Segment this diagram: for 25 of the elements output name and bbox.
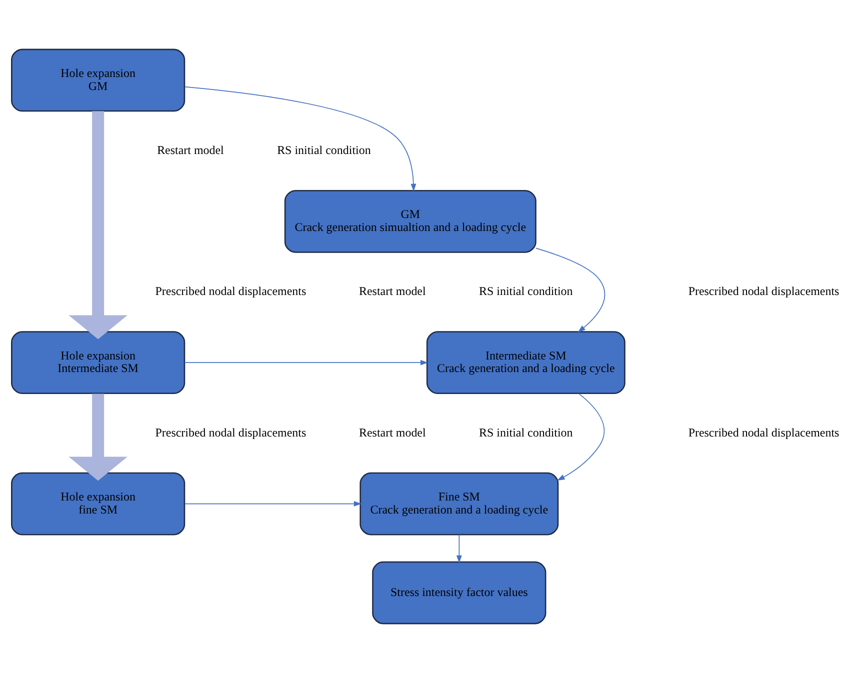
label: RS initial condition xyxy=(277,142,371,157)
arrow xyxy=(184,360,428,366)
label: Restart model xyxy=(359,284,426,298)
node-box: Hole expansion fine SM xyxy=(11,472,186,536)
node-box: Stress intensity factor values xyxy=(372,561,546,624)
node-box: GM Crack generation simualtion and a loading cycle xyxy=(284,190,536,253)
arrow xyxy=(68,394,128,481)
label: RS initial condition xyxy=(479,284,573,298)
label: Restart model xyxy=(157,142,224,157)
node-box: Hole expansion GM xyxy=(11,48,186,112)
label: RS initial condition xyxy=(479,425,573,440)
arrow xyxy=(184,501,362,506)
label: Prescribed nodal displacements xyxy=(688,284,840,298)
node-box: Hole expansion Intermediate SM xyxy=(11,331,186,394)
node-box: Fine SM Crack generation and a loading cycle xyxy=(360,472,559,536)
arrow xyxy=(557,393,605,481)
label: Prescribed nodal displacements xyxy=(688,425,840,440)
arrow xyxy=(536,248,606,332)
arrow xyxy=(456,534,462,564)
arrow xyxy=(184,86,416,192)
label: Restart model xyxy=(359,425,426,440)
arrow xyxy=(68,111,128,340)
node-box: Intermediate SM Crack generation and a loading cycle xyxy=(426,331,626,394)
label: Prescribed nodal displacements xyxy=(155,284,306,298)
label: Prescribed nodal displacements xyxy=(155,425,306,440)
